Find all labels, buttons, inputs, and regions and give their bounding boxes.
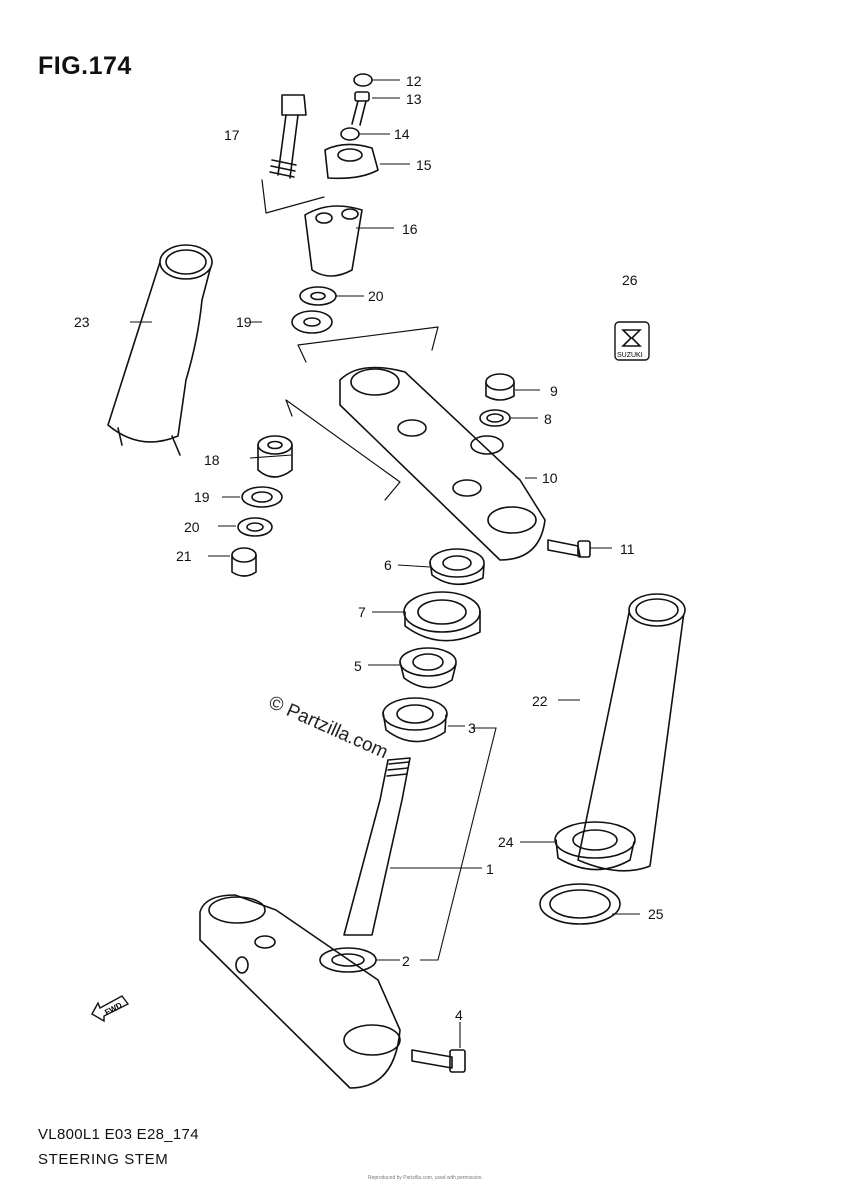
callout-label: 17 — [224, 127, 240, 143]
brand-label: SUZUKI — [617, 352, 643, 359]
callout-label: 12 — [406, 73, 422, 89]
callout-label: 18 — [204, 452, 220, 468]
bolt-4 — [411, 1049, 466, 1073]
callout-label: 13 — [406, 91, 422, 107]
figure-title: FIG.174 — [38, 52, 132, 80]
callout-label: 4 — [455, 1007, 463, 1023]
callout-label: 1 — [486, 861, 494, 877]
cap-9 — [485, 373, 515, 401]
callout-label: 14 — [394, 126, 410, 142]
callout-label: 6 — [384, 557, 392, 573]
forward-arrow-icon: FWD — [91, 995, 130, 1022]
callout-label: 25 — [648, 906, 664, 922]
callout-label: 5 — [354, 658, 362, 674]
model-code: VL800L1 E03 E28_174 — [38, 1126, 199, 1143]
holder-lower-16 — [304, 205, 363, 277]
bush-18 — [257, 435, 293, 478]
callout-label: 10 — [542, 470, 558, 486]
fork-cover-left — [107, 244, 213, 456]
callout-label: 19 — [236, 314, 252, 330]
bolt-11 — [547, 539, 591, 558]
nut-6 — [429, 548, 485, 586]
assembly-name: STEERING STEM — [38, 1151, 169, 1168]
bolt-17 — [269, 94, 307, 179]
callout-label: 24 — [498, 834, 514, 850]
washer-14 — [340, 127, 360, 141]
fork-cover-right — [577, 593, 686, 872]
callout-label: 8 — [544, 411, 552, 427]
callout-label: 19 — [194, 489, 210, 505]
washer-8 — [479, 409, 511, 427]
callout-label: 16 — [402, 221, 418, 237]
suzuki-logo-icon: SUZUKI — [614, 321, 650, 361]
callout-label: 15 — [416, 157, 432, 173]
steering-stem-1 — [199, 757, 411, 1089]
callout-label: 21 — [176, 548, 192, 564]
washer-25 — [539, 883, 621, 925]
nut-21 — [231, 547, 257, 577]
nut-24 — [554, 821, 636, 871]
holder-upper-15 — [324, 143, 379, 180]
callout-label: 9 — [550, 383, 558, 399]
washer-20-lower — [237, 517, 273, 537]
race-3 — [382, 697, 448, 743]
cushion-19-lower — [241, 486, 283, 508]
callout-label: 26 — [622, 272, 638, 288]
callout-label: 3 — [468, 720, 476, 736]
upper-bracket-10 — [339, 366, 546, 561]
seal-7 — [403, 591, 481, 642]
callout-label: 22 — [532, 693, 548, 709]
bearing-5 — [399, 647, 457, 689]
fine-print: Reproduced by Partzilla.com, used with p… — [368, 1175, 483, 1181]
callout-label: 7 — [358, 604, 366, 620]
callout-label: 20 — [184, 519, 200, 535]
washer-20-upper — [299, 286, 337, 306]
callout-label: 11 — [620, 541, 635, 557]
screw-13 — [351, 91, 370, 126]
cushion-19-upper — [291, 310, 333, 334]
cap-12 — [353, 73, 373, 87]
callout-label: 2 — [402, 953, 410, 969]
callout-labels: 12 13 14 15 16 20 19 17 23 26 9 8 10 11 … — [74, 73, 664, 1023]
callout-label: 23 — [74, 314, 90, 330]
callout-label: 20 — [368, 288, 384, 304]
